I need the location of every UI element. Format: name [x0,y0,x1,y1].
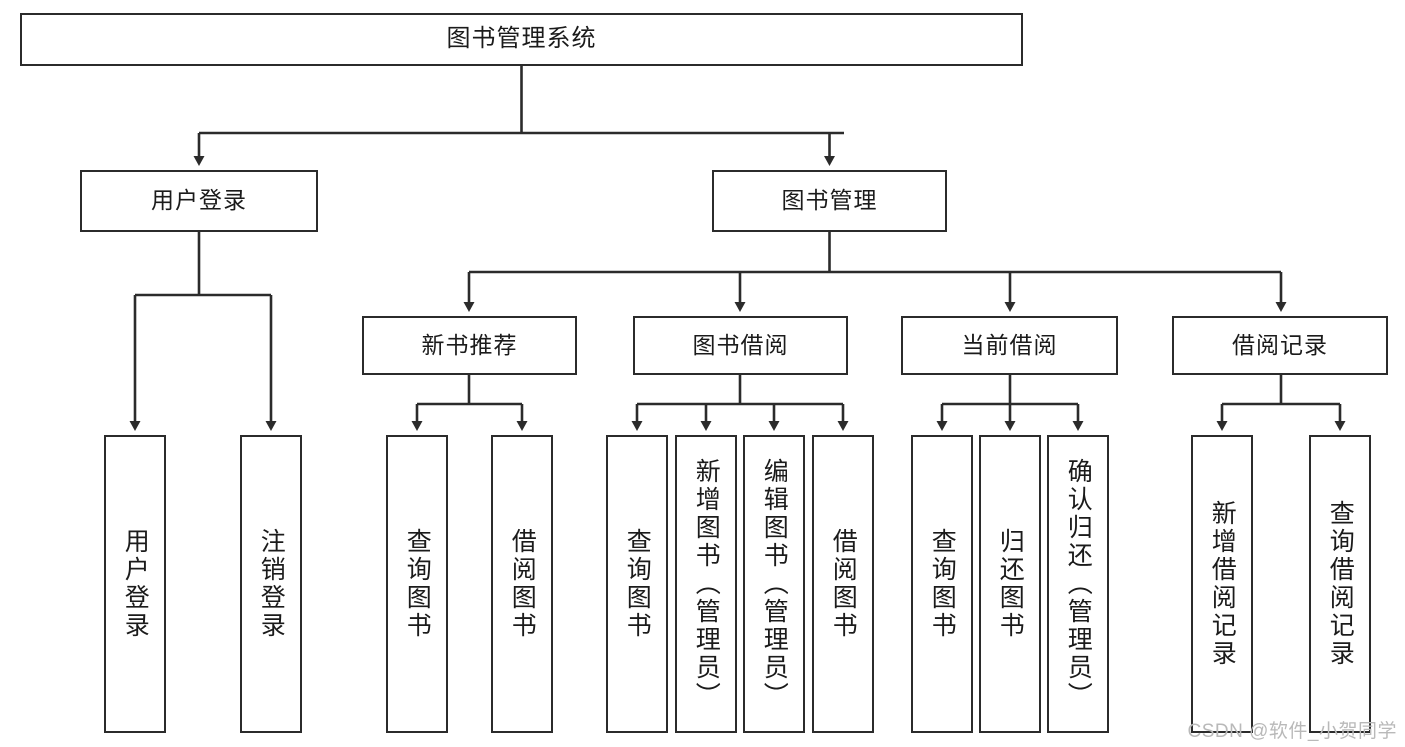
node-borrow-record-label: 借阅记录 [1232,331,1328,358]
node-user-login-label: 用户登录 [151,187,247,214]
leaf-user-login-signout[interactable]: 注销登录 [240,435,302,733]
node-book-management-label: 图书管理 [781,187,878,214]
leaf-label: 注销登录 [257,528,286,640]
leaf-label: 查询图书 [928,528,957,640]
leaf-label: 确认归还（管理员） [1064,458,1093,710]
leaf-label: 借阅图书 [508,528,537,640]
leaf-current-borrow-confirm-return[interactable]: 确认归还（管理员） [1047,435,1109,733]
leaf-new-book-query[interactable]: 查询图书 [386,435,448,733]
node-book-borrow[interactable]: 图书借阅 [633,316,848,375]
node-current-borrow[interactable]: 当前借阅 [901,316,1118,375]
node-new-book-recommend-label: 新书推荐 [421,331,518,358]
leaf-borrow-record-query[interactable]: 查询借阅记录 [1309,435,1371,733]
node-current-borrow-label: 当前借阅 [961,331,1058,358]
leaf-label: 用户登录 [121,528,150,640]
node-root-label: 图书管理系统 [446,25,597,53]
leaf-current-borrow-return[interactable]: 归还图书 [979,435,1041,733]
node-book-borrow-label: 图书借阅 [692,331,789,358]
node-book-management[interactable]: 图书管理 [712,170,947,232]
leaf-book-borrow-add[interactable]: 新增图书（管理员） [675,435,737,733]
leaf-label: 借阅图书 [829,528,858,640]
node-root-book-management-system[interactable]: 图书管理系统 [20,13,1023,66]
leaf-borrow-record-add[interactable]: 新增借阅记录 [1191,435,1253,733]
leaf-label: 查询图书 [623,528,652,640]
leaf-book-borrow-query[interactable]: 查询图书 [606,435,668,733]
leaf-label: 归还图书 [996,528,1025,640]
leaf-new-book-borrow[interactable]: 借阅图书 [491,435,553,733]
leaf-label: 新增借阅记录 [1208,500,1237,668]
leaf-book-borrow-edit[interactable]: 编辑图书（管理员） [743,435,805,733]
leaf-current-borrow-query[interactable]: 查询图书 [911,435,973,733]
node-borrow-record[interactable]: 借阅记录 [1172,316,1388,375]
leaf-label: 编辑图书（管理员） [760,458,789,710]
leaf-label: 查询图书 [403,528,432,640]
leaf-label: 新增图书（管理员） [692,458,721,710]
watermark: CSDN @软件_小贺同学 [1187,721,1397,742]
node-user-login[interactable]: 用户登录 [80,170,318,232]
leaf-book-borrow-borrow[interactable]: 借阅图书 [812,435,874,733]
leaf-label: 查询借阅记录 [1326,500,1355,668]
leaf-user-login-signin[interactable]: 用户登录 [104,435,166,733]
node-new-book-recommend[interactable]: 新书推荐 [362,316,577,375]
